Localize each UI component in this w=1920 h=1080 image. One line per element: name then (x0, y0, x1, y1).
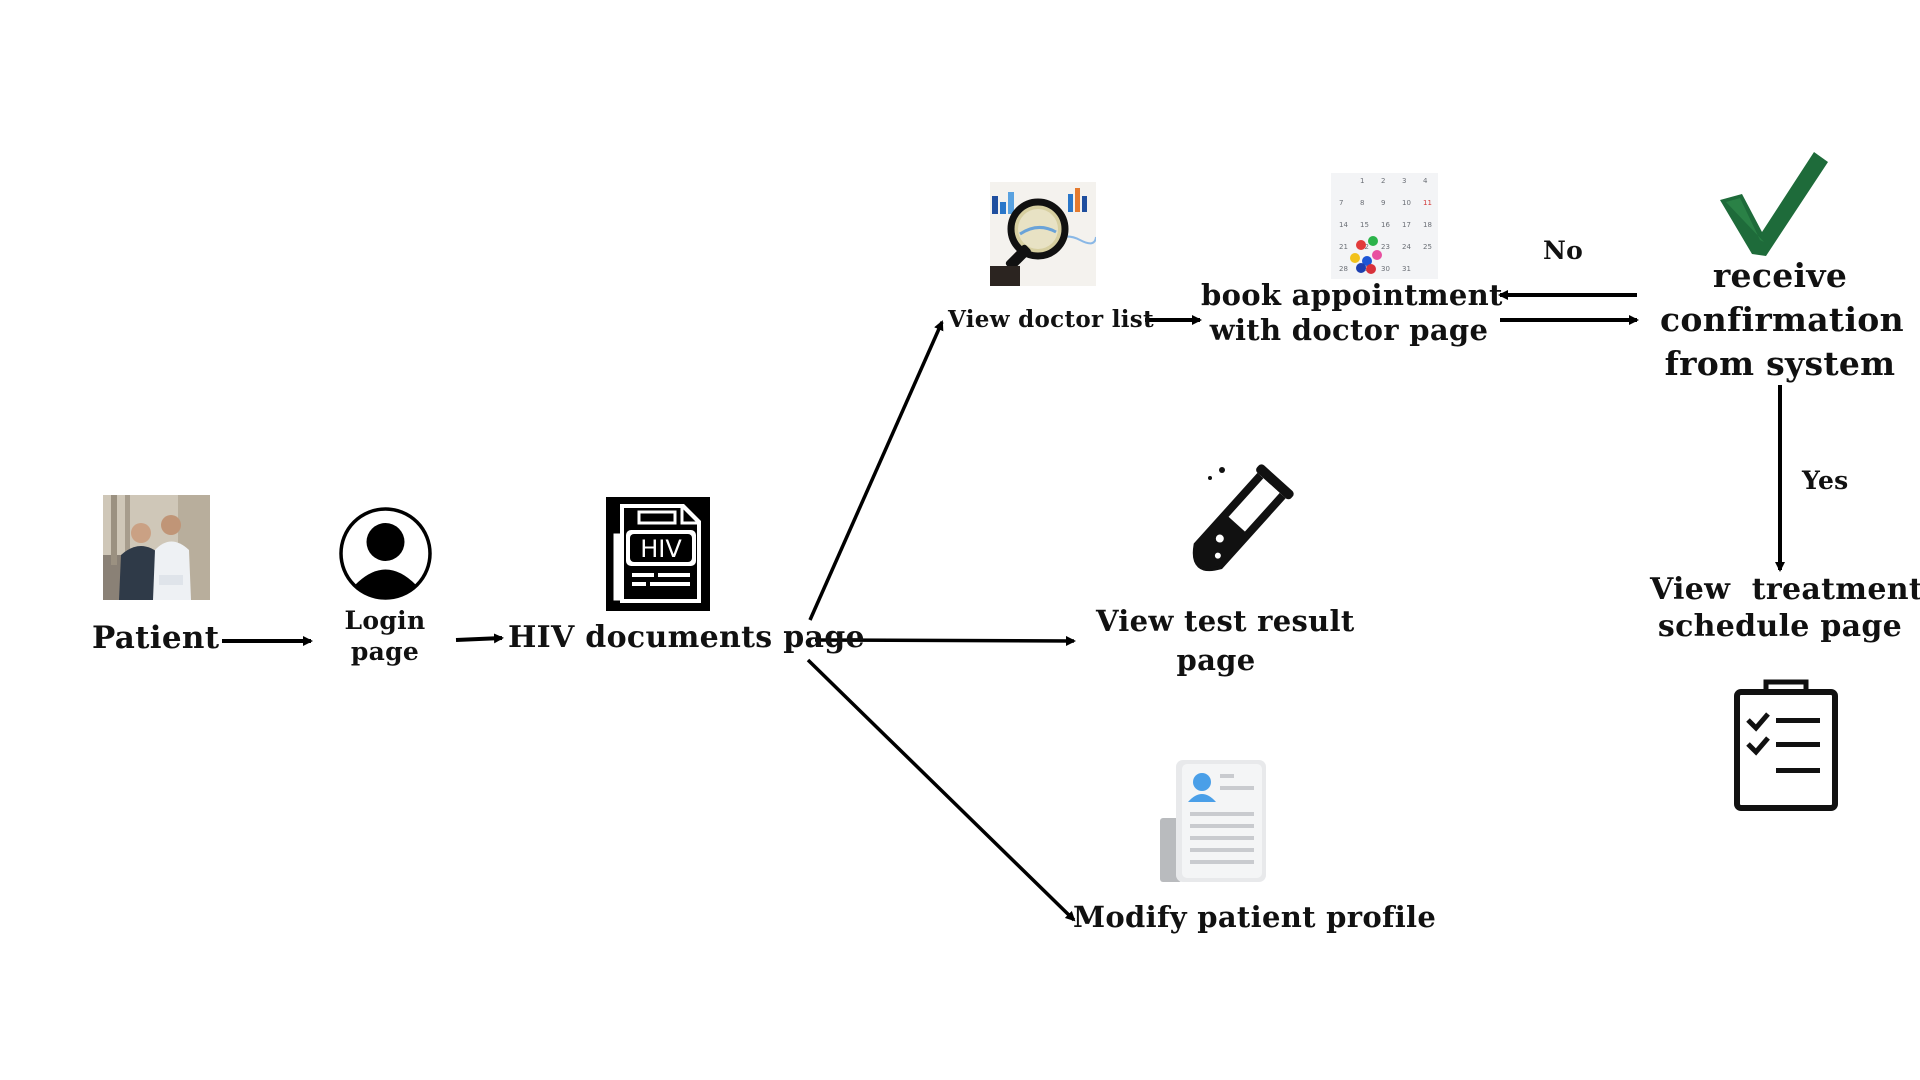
calendar-day-number: 23 (1381, 243, 1390, 251)
node-login-label: Login page (335, 606, 435, 667)
calendar-day-number: 15 (1360, 221, 1369, 229)
book-label-line1: book appointment (1201, 278, 1503, 312)
calendar-day-number: 31 (1402, 265, 1411, 273)
calendar-day-number: 11 (1423, 199, 1432, 207)
calendar-day-number: 24 (1402, 243, 1411, 251)
calendar-day-number: 9 (1381, 199, 1385, 207)
node-test-result-label: View test result page (1096, 602, 1355, 679)
calendar-day-number: 2 (1381, 177, 1385, 185)
patient-doctor-photo-icon (103, 495, 210, 600)
profile-document-icon (1160, 760, 1268, 882)
hiv-icon-text: HIV (640, 535, 682, 563)
calendar-day-number: 18 (1423, 221, 1432, 229)
clipboard-checklist-icon (1730, 678, 1842, 814)
arrow-hiv-to-modify-profile (806, 658, 1076, 922)
calendar-pin (1356, 240, 1366, 250)
calendar-icon: 123478910111415161718212223242528293031 (1331, 173, 1438, 279)
node-book-appointment-label: book appointment with doctor page (1201, 278, 1503, 349)
calendar-day-number: 25 (1423, 243, 1432, 251)
checkmark-icon (1718, 148, 1830, 258)
calendar-pin (1356, 263, 1366, 273)
arrow-hiv-to-test-result (814, 635, 1076, 646)
calendar-pin (1368, 236, 1378, 246)
node-treatment-schedule-label: View treatment schedule page (1650, 572, 1920, 645)
user-avatar-icon (338, 506, 433, 601)
calendar-day-number: 17 (1402, 221, 1411, 229)
calendar-day-number: 14 (1339, 221, 1348, 229)
test-label-line2: page (1176, 642, 1256, 677)
node-confirmation-label: receive confirmation from system (1660, 254, 1904, 386)
calendar-day-number: 30 (1381, 265, 1390, 273)
treatment-label-line2: schedule page (1657, 608, 1903, 644)
edge-no-label: No (1543, 236, 1584, 265)
login-label-line1: Login (344, 606, 426, 635)
calendar-day-number: 3 (1402, 177, 1406, 185)
treatment-label-line1: View treatment (1650, 572, 1920, 607)
test-tube-icon (1170, 464, 1294, 592)
calendar-day-number: 7 (1339, 199, 1343, 207)
calendar-pin (1362, 256, 1372, 266)
confirm-label-line3: from system (1664, 343, 1896, 383)
calendar-day-number: 1 (1360, 177, 1364, 185)
arrow-login-to-hiv (455, 633, 504, 644)
node-view-doctor-list-label: View doctor list (948, 306, 1154, 333)
node-modify-profile-label: Modify patient profile (1073, 900, 1437, 934)
calendar-day-number: 21 (1339, 243, 1348, 251)
node-hiv-documents-label: HIV documents page (508, 620, 865, 655)
edge-yes-label: Yes (1802, 466, 1849, 495)
calendar-day-number: 28 (1339, 265, 1348, 273)
login-label-line2: page (350, 636, 420, 666)
node-patient-label: Patient (92, 620, 220, 656)
book-label-line2: with doctor page (1209, 313, 1489, 348)
calendar-day-number: 8 (1360, 199, 1364, 207)
confirm-label-line2: confirmation (1660, 299, 1904, 339)
calendar-pin (1350, 253, 1360, 263)
hiv-document-icon: HIV (606, 497, 710, 611)
arrow-hiv-to-doctor-list (808, 320, 944, 621)
calendar-pin (1372, 250, 1382, 260)
calendar-pin (1366, 264, 1376, 274)
calendar-day-number: 4 (1423, 177, 1428, 185)
magnifier-chart-icon (990, 182, 1096, 286)
calendar-day-number: 16 (1381, 221, 1390, 229)
calendar-day-number: 10 (1402, 199, 1411, 207)
confirm-label-line1: receive (1712, 256, 1848, 295)
test-label-line1: View test result (1096, 604, 1355, 638)
